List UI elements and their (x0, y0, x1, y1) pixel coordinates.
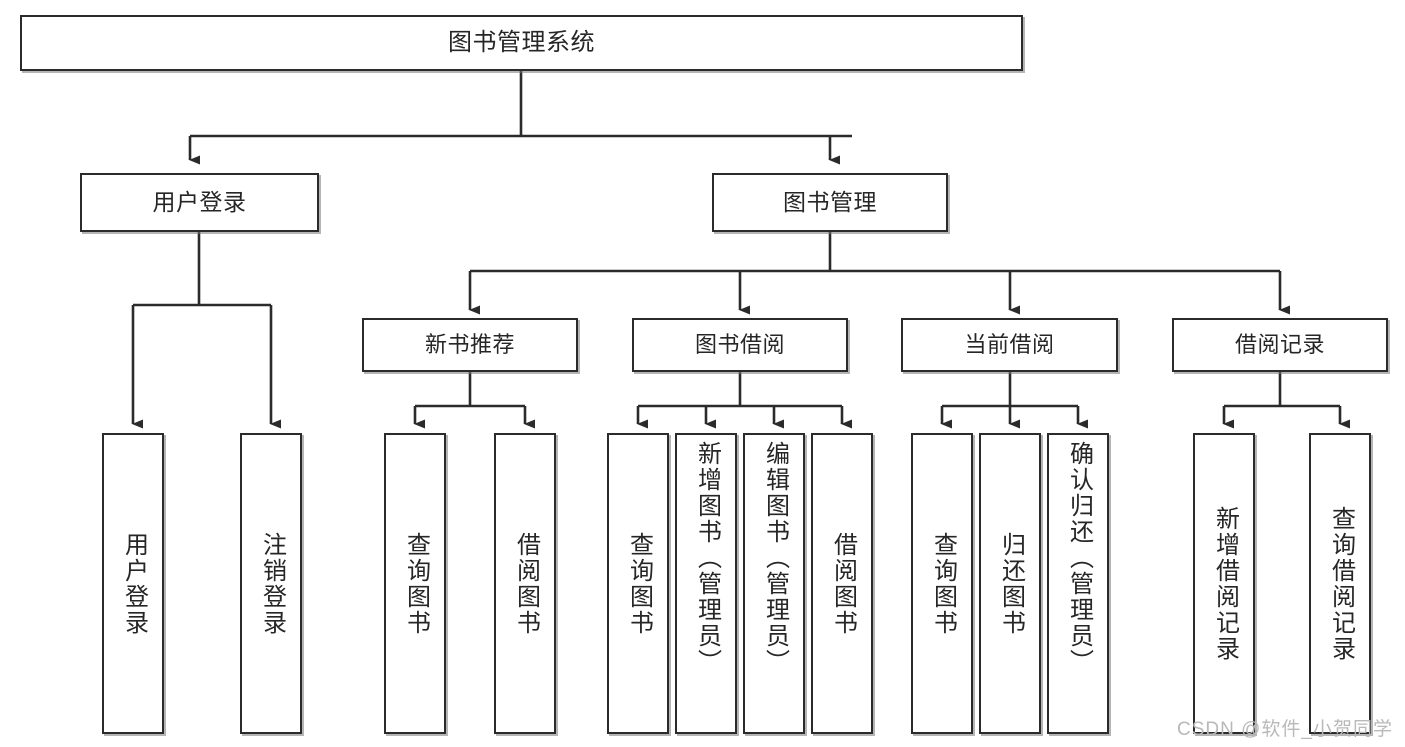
node-leaf-logout-login[interactable]: 注销登录 (240, 433, 302, 734)
node-leaf-confirm-return-label: 确认归还（管理员） (1065, 441, 1093, 675)
node-leaf-user-login-label: 用户登录 (120, 531, 148, 636)
node-leaf-edit-book-label: 编辑图书（管理员） (761, 441, 789, 675)
node-leaf-borrow-book-2[interactable]: 借阅图书 (811, 433, 873, 734)
node-root-label: 图书管理系统 (448, 29, 595, 56)
node-book-borrow-label: 图书借阅 (694, 332, 785, 358)
node-leaf-add-book-label: 新增图书（管理员） (693, 441, 721, 675)
node-borrow-record[interactable]: 借阅记录 (1172, 318, 1388, 372)
node-leaf-add-record-label: 新增借阅记录 (1211, 505, 1239, 662)
node-leaf-return-book[interactable]: 归还图书 (979, 433, 1041, 734)
node-leaf-query-record[interactable]: 查询借阅记录 (1309, 433, 1371, 734)
node-leaf-query-book-3[interactable]: 查询图书 (911, 433, 973, 734)
node-leaf-logout-login-label: 注销登录 (258, 531, 286, 636)
node-leaf-query-book-1[interactable]: 查询图书 (384, 433, 446, 734)
node-user-login-label: 用户登录 (152, 189, 247, 216)
node-book-manage-label: 图书管理 (783, 189, 877, 216)
node-leaf-borrow-book-2-label: 借阅图书 (829, 531, 857, 636)
node-leaf-query-book-1-label: 查询图书 (402, 531, 430, 636)
node-book-borrow[interactable]: 图书借阅 (632, 318, 848, 372)
node-leaf-borrow-book-1[interactable]: 借阅图书 (494, 433, 556, 734)
node-leaf-edit-book[interactable]: 编辑图书（管理员） (743, 433, 805, 734)
node-leaf-user-login[interactable]: 用户登录 (102, 433, 164, 734)
node-leaf-query-record-label: 查询借阅记录 (1327, 505, 1355, 662)
node-leaf-borrow-book-1-label: 借阅图书 (512, 531, 540, 636)
node-leaf-query-book-3-label: 查询图书 (929, 531, 957, 636)
node-leaf-add-record[interactable]: 新增借阅记录 (1193, 433, 1255, 734)
node-leaf-confirm-return[interactable]: 确认归还（管理员） (1047, 433, 1109, 734)
node-current-borrow[interactable]: 当前借阅 (901, 318, 1118, 372)
node-root[interactable]: 图书管理系统 (20, 15, 1023, 71)
node-leaf-query-book-2-label: 查询图书 (625, 531, 653, 636)
watermark-text: CSDN @软件_小贺同学 (1177, 719, 1393, 740)
node-new-book-recommend-label: 新书推荐 (424, 332, 515, 358)
node-new-book-recommend[interactable]: 新书推荐 (362, 318, 578, 372)
node-user-login[interactable]: 用户登录 (80, 173, 319, 232)
node-leaf-return-book-label: 归还图书 (997, 531, 1025, 636)
node-current-borrow-label: 当前借阅 (964, 332, 1055, 358)
node-leaf-query-book-2[interactable]: 查询图书 (607, 433, 669, 734)
node-book-manage[interactable]: 图书管理 (712, 173, 948, 232)
node-leaf-add-book[interactable]: 新增图书（管理员） (675, 433, 737, 734)
node-borrow-record-label: 借阅记录 (1234, 332, 1325, 358)
